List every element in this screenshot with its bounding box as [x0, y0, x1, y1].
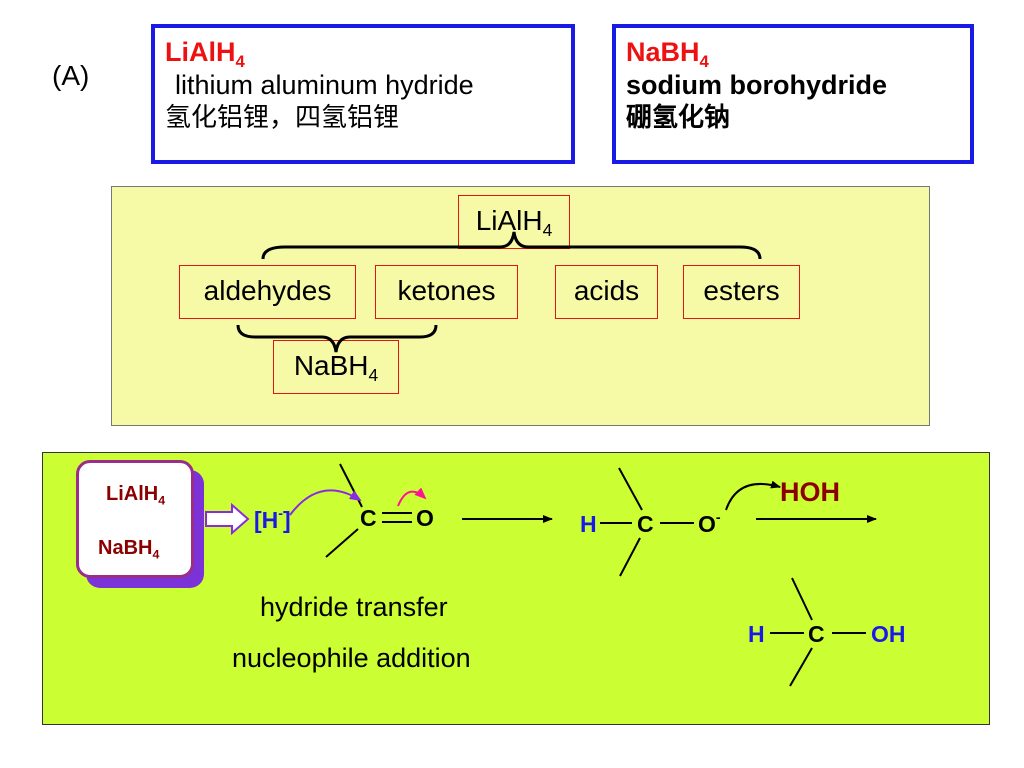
mild-reagent-tag: NaBH4 — [273, 340, 399, 394]
description-hydride-transfer: hydride transfer — [260, 592, 448, 622]
substrate-esters: esters — [683, 265, 800, 319]
alkoxide-o: O- — [698, 510, 721, 537]
nabh4-english-name: sodium borohydride — [626, 70, 888, 100]
carbonyl-bond-down — [325, 528, 359, 558]
water-label: HOH — [780, 477, 840, 507]
nabh4-chinese-name: 硼氢化钠 — [626, 103, 731, 133]
alcohol-bond-up — [791, 577, 813, 621]
description-nucleophile-addition: nucleophile addition — [232, 643, 471, 673]
substrate-acids: acids — [555, 265, 658, 319]
hydride-attack-arrow — [289, 489, 362, 516]
nabh4-info-box: NaBH4 sodium borohydride 硼氢化钠 — [612, 24, 974, 164]
substrate-ketones: ketones — [375, 265, 518, 319]
nabh4-formula: NaBH4 — [626, 37, 709, 71]
alcohol-oh: OH — [871, 621, 906, 647]
hydride-label: [H-] — [254, 506, 291, 533]
substrate-aldehydes: aldehydes — [179, 265, 356, 319]
section-label: (A) — [52, 60, 90, 91]
alkoxide-bond-up — [618, 467, 643, 511]
carbonyl-carbon: C — [360, 505, 377, 531]
brace-lialh4 — [261, 231, 762, 260]
pi-bond-arrow — [397, 487, 427, 507]
lialh4-english-name: lithium aluminum hydride — [175, 70, 474, 100]
alcohol-h: H — [748, 621, 765, 647]
hollow-arrow — [205, 502, 250, 536]
protonation-arrow — [725, 480, 781, 511]
lialh4-formula: LiAlH4 — [165, 37, 245, 71]
alkoxide-c: C — [637, 511, 654, 537]
alkoxide-h: H — [580, 511, 597, 537]
card-lialh4: LiAlH4 — [106, 483, 166, 508]
carbonyl-bond-up — [339, 463, 363, 508]
lialh4-chinese-name: 氢化铝锂，四氢铝锂 — [165, 103, 400, 133]
lialh4-info-box: LiAlH4 lithium aluminum hydride 氢化铝锂，四氢铝… — [151, 24, 575, 164]
strong-reagent-tag: LiAlH4 — [458, 195, 570, 249]
alcohol-c: C — [808, 621, 825, 647]
brace-nabh4 — [236, 324, 438, 353]
alkoxide-bond-down — [619, 537, 641, 577]
alcohol-bond-down — [789, 647, 813, 687]
reagent-card: LiAlH4 NaBH4 — [76, 460, 194, 578]
carbonyl-oxygen: O — [416, 505, 434, 531]
card-nabh4: NaBH4 — [98, 537, 160, 562]
